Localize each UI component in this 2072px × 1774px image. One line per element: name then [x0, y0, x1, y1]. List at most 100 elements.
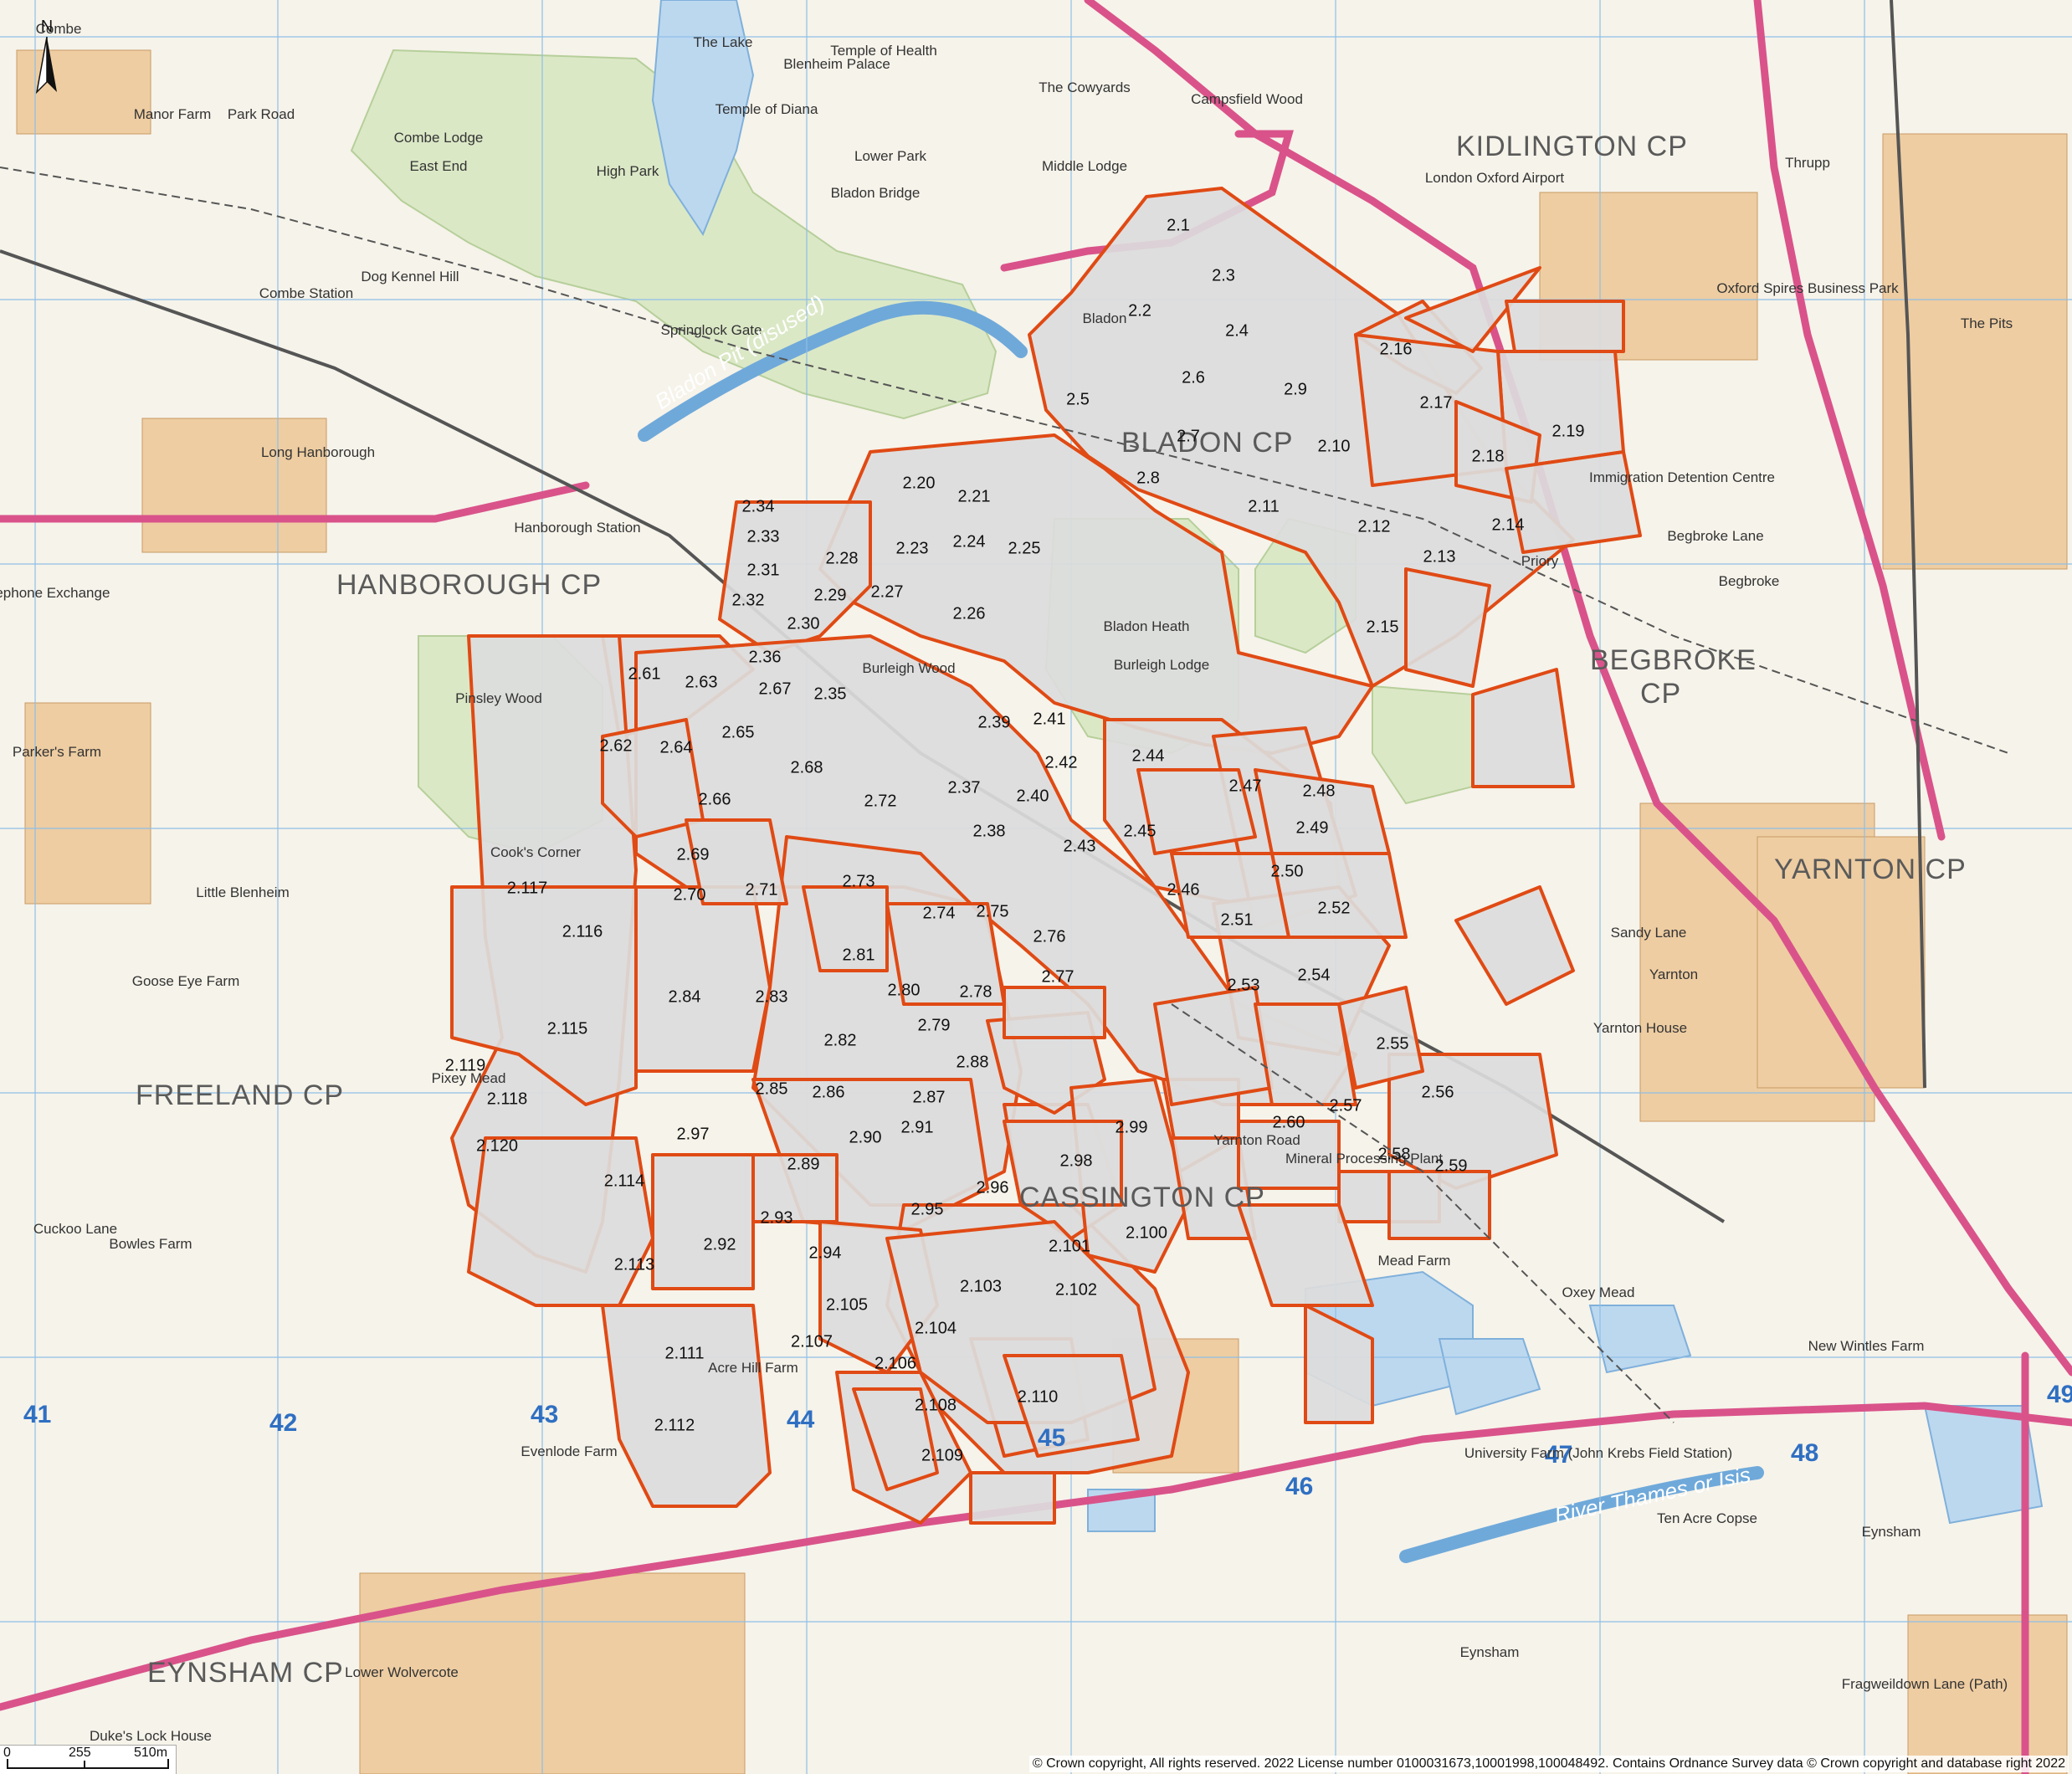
parcel-label: 2.38 — [973, 822, 1006, 840]
parcel-label: 2.59 — [1435, 1156, 1468, 1175]
parcel-label: 2.21 — [958, 487, 991, 505]
parcel-label: 2.33 — [747, 527, 780, 546]
parish-name: BLADON CP — [1121, 427, 1294, 459]
grid-number: 41 — [23, 1401, 51, 1428]
place-name: Combe Lodge — [394, 130, 484, 146]
north-arrow-icon: N — [35, 18, 57, 95]
place-name: Fragweildown Lane (Path) — [1842, 1676, 2008, 1692]
parcel-label: 2.39 — [978, 713, 1011, 731]
place-name: Duke's Lock House — [90, 1728, 212, 1744]
parish-boundaries — [0, 167, 2009, 1423]
scale-tick-label: 0 — [3, 1746, 11, 1760]
place-name: Oxey Mead — [1562, 1284, 1635, 1300]
parcel-label: 2.87 — [913, 1088, 946, 1106]
assessment-parcels — [450, 187, 1642, 1525]
parcel-label: 2.101 — [1049, 1237, 1090, 1255]
parcel-label: 2.89 — [787, 1155, 820, 1173]
parcel-label: 2.8 — [1136, 469, 1160, 487]
place-name: Immigration Detention Centre — [1589, 469, 1775, 485]
parcel-label: 2.85 — [756, 1079, 788, 1098]
place-name: The Cowyards — [1039, 79, 1131, 95]
parcel-label: 2.73 — [843, 872, 875, 890]
parcel-label: 2.116 — [562, 922, 603, 941]
parcel-label: 2.92 — [704, 1235, 736, 1254]
parcel-label: 2.90 — [849, 1128, 882, 1146]
parcel-label: 2.112 — [654, 1416, 695, 1434]
parish-name: BEGBROKE — [1590, 644, 1757, 676]
parcel-label: 2.13 — [1423, 547, 1456, 566]
parcel-label: 2.54 — [1298, 966, 1331, 984]
grid-numbers: 41 42 43 44 45 46 47 48 49 — [23, 1381, 2072, 1500]
place-name: Ten Acre Copse — [1657, 1510, 1757, 1526]
place-name: Combe Station — [259, 285, 353, 301]
place-name: Pixey Mead — [432, 1070, 506, 1086]
north-label: N — [41, 18, 53, 36]
parcel-label: 2.111 — [664, 1344, 704, 1362]
parcel-label: 2.44 — [1132, 746, 1165, 765]
parcel-label: 2.106 — [874, 1354, 916, 1372]
parcel-label: 2.57 — [1330, 1096, 1362, 1115]
parcel-label: 2.26 — [953, 604, 986, 623]
parcel-label: 2.80 — [888, 981, 921, 999]
parcel-label: 2.58 — [1378, 1145, 1411, 1163]
scale-bar: 0 255 510m — [0, 1745, 177, 1774]
parcel-label: 2.35 — [814, 684, 847, 703]
grid-number: 49 — [2047, 1381, 2072, 1408]
place-name: Temple of Health — [830, 43, 937, 59]
place-name: Little Blenheim — [196, 884, 290, 900]
place-name: London Oxford Airport — [1425, 170, 1565, 186]
grid-number: 44 — [787, 1406, 815, 1433]
place-name: Bladon Bridge — [831, 185, 921, 201]
parcel-label: 2.84 — [669, 987, 701, 1006]
place-names: Combe Park Road Manor Farm The Lake Temp… — [0, 21, 2013, 1744]
place-name: Blenheim Palace — [783, 56, 890, 72]
parcel-label: 2.65 — [722, 723, 755, 741]
place-name: Oxford Spires Business Park — [1716, 280, 1899, 296]
place-name: Eynsham — [1460, 1644, 1520, 1660]
place-name: Bladon — [1083, 310, 1127, 326]
parcel-label: 2.24 — [953, 532, 986, 551]
place-name: Long Hanborough — [261, 444, 375, 460]
parcel-label: 2.86 — [813, 1083, 845, 1101]
parcel-label: 2.18 — [1472, 447, 1505, 465]
parcel-label: 2.102 — [1055, 1280, 1097, 1299]
place-name: Cuckoo Lane — [33, 1221, 117, 1237]
parcel-labels: 2.12.22.32.42.52.62.72.82.92.102.112.122… — [445, 216, 1585, 1464]
parcel-label: 2.34 — [742, 497, 775, 515]
parcel-label: 2.75 — [977, 902, 1009, 920]
parish-name: HANBOROUGH CP — [336, 569, 602, 601]
place-name: New Wintles Farm — [1808, 1338, 1925, 1354]
parish-name: KIDLINGTON CP — [1456, 131, 1688, 162]
parcel-label: 2.76 — [1033, 927, 1066, 946]
parcel-label: 2.51 — [1221, 910, 1254, 929]
parcel-label: 2.6 — [1182, 368, 1205, 387]
parcel-label: 2.70 — [674, 885, 706, 904]
place-name: Combe — [36, 21, 82, 37]
parcel-label: 2.71 — [746, 880, 778, 899]
parcel-label: 2.52 — [1318, 899, 1351, 917]
parcel-label: 2.114 — [604, 1172, 645, 1190]
parcel-label: 2.113 — [614, 1255, 655, 1274]
place-name: Goose Eye Farm — [132, 973, 240, 989]
parcel-label: 2.29 — [814, 586, 847, 604]
parcel-label: 2.7 — [1177, 427, 1200, 445]
parcel-label: 2.50 — [1271, 862, 1304, 880]
parcel-label: 2.94 — [809, 1243, 842, 1262]
parish-name: FREELAND CP — [136, 1079, 344, 1111]
parish-name: CP — [1640, 678, 1681, 710]
parcel-label: 2.19 — [1552, 422, 1585, 440]
parcel-label: 2.105 — [826, 1295, 868, 1314]
copyright-notice: © Crown copyright, All rights reserved. … — [1028, 1756, 2069, 1772]
place-name: Begbroke Lane — [1667, 528, 1763, 544]
place-name: Burleigh Lodge — [1114, 657, 1209, 673]
place-name: High Park — [597, 163, 659, 179]
parcel-label: 2.78 — [960, 982, 992, 1001]
parcel-label: 2.37 — [948, 778, 981, 797]
place-name: Begbroke — [1719, 573, 1780, 589]
parcel-label: 2.4 — [1225, 321, 1249, 340]
place-name: Hanborough Station — [514, 520, 640, 536]
parcel-label: 2.66 — [699, 790, 731, 808]
parcel-label: 2.68 — [791, 758, 823, 777]
place-name: Cook's Corner — [490, 844, 581, 860]
